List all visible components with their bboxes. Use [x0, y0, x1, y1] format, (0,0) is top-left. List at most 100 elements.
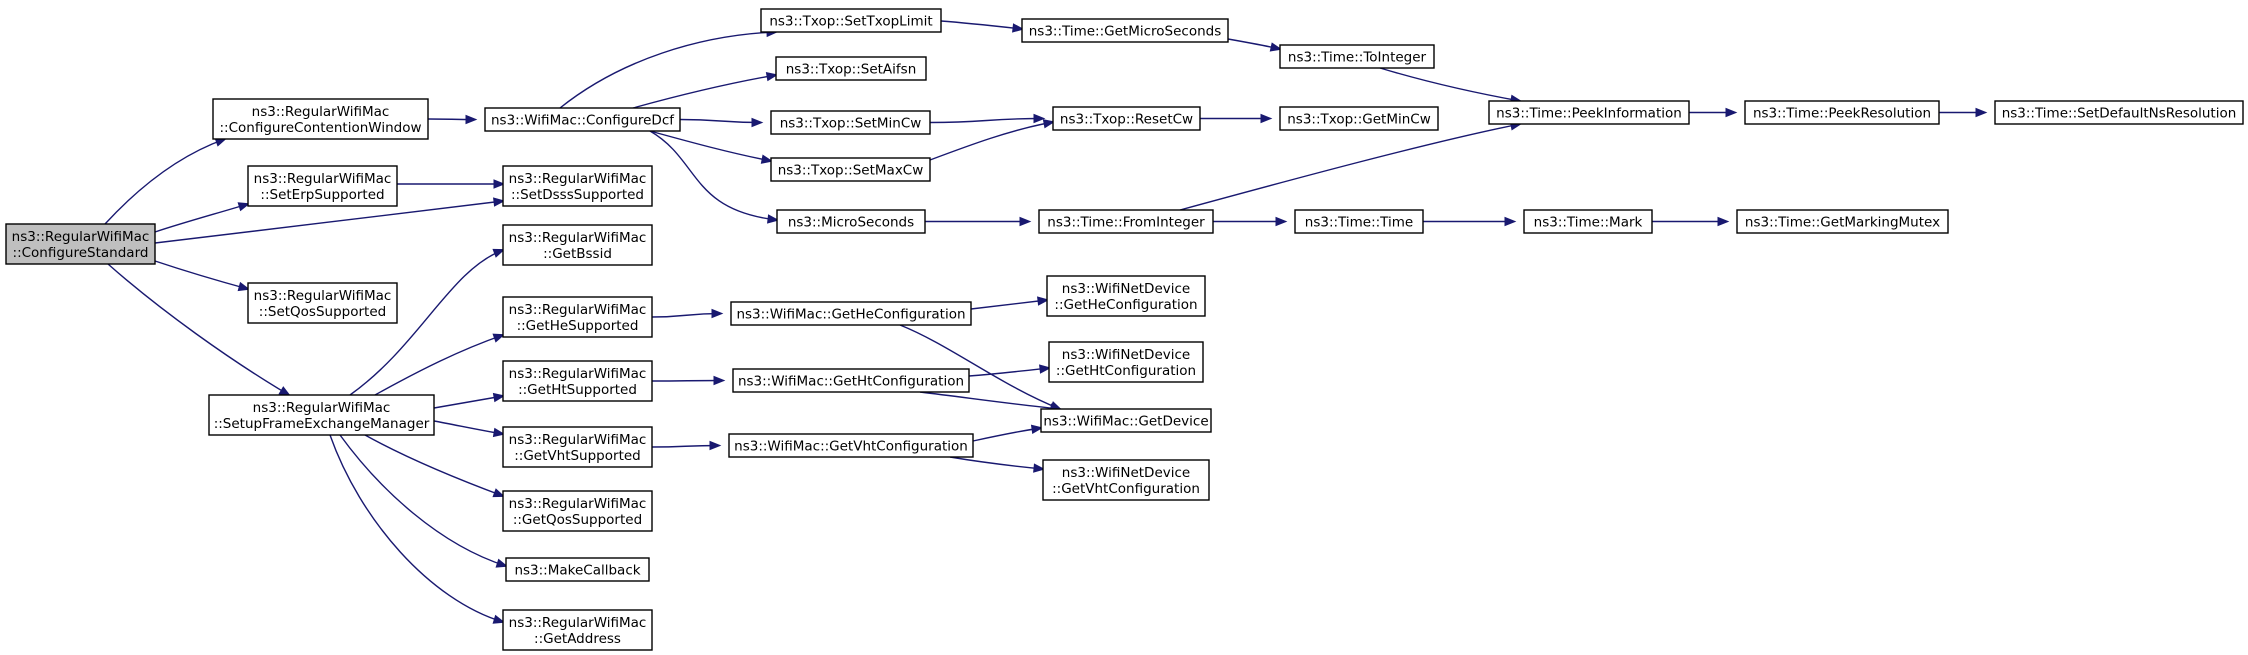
- node-setup-frame-exchange-manager[interactable]: ns3::RegularWifiMac::SetupFrameExchangeM…: [208, 394, 435, 436]
- arrowhead: [713, 375, 726, 386]
- edge-wm-get-he-configuration-to-nd-get-he-configuration: [970, 296, 1050, 310]
- edge-line: [968, 367, 1050, 377]
- node-wifimac-get-ht-configuration[interactable]: ns3::WifiMac::GetHtConfiguration: [732, 368, 970, 393]
- node-time-from-integer[interactable]: ns3::Time::FromInteger: [1038, 209, 1214, 234]
- node-set-qos-supported[interactable]: ns3::RegularWifiMac::SetQosSupported: [247, 282, 398, 324]
- arrowhead: [492, 614, 506, 624]
- node-netdevice-get-vht-configuration[interactable]: ns3::WifiNetDevice::GetVhtConfiguration: [1042, 459, 1210, 501]
- node-get-he-supported-box: [502, 296, 653, 338]
- arrowhead: [1033, 463, 1046, 473]
- node-set-max-cw[interactable]: ns3::Txop::SetMaxCw: [770, 157, 931, 182]
- arrowhead: [1975, 107, 1988, 118]
- node-micro-seconds-label-1: ns3::MicroSeconds: [788, 215, 914, 231]
- node-set-max-cw-box: [770, 157, 931, 182]
- node-wifimac-get-he-configuration[interactable]: ns3::WifiMac::GetHeConfiguration: [730, 301, 972, 326]
- node-get-address-label-2: ::GetAddress: [534, 631, 621, 647]
- node-time-peek-information[interactable]: ns3::Time::PeekInformation: [1488, 100, 1690, 125]
- node-time-to-integer[interactable]: ns3::Time::ToInteger: [1279, 44, 1435, 69]
- node-time-time[interactable]: ns3::Time::Time: [1294, 209, 1424, 234]
- node-set-dsss-supported[interactable]: ns3::RegularWifiMac::SetDsssSupported: [502, 165, 653, 207]
- edge-configure-contention-window-to-configure-dcf: [427, 114, 478, 125]
- node-configure-standard[interactable]: ns3::RegularWifiMac::ConfigureStandard: [5, 223, 156, 265]
- edge-line: [649, 130, 772, 162]
- node-get-ht-supported-label-1: ns3::RegularWifiMac: [509, 366, 647, 382]
- node-time-get-micro-seconds[interactable]: ns3::Time::GetMicroSeconds: [1021, 18, 1229, 43]
- node-configure-contention-window-label-2: ::ConfigureContentionWindow: [219, 120, 421, 136]
- edge-configure-dcf-to-set-min-cw: [679, 117, 764, 128]
- node-get-address[interactable]: ns3::RegularWifiMac::GetAddress: [502, 609, 653, 651]
- node-get-qos-supported-label-1: ns3::RegularWifiMac: [509, 496, 647, 512]
- edge-to-integer-to-peek-information: [1379, 67, 1523, 104]
- edge-line: [651, 312, 722, 318]
- arrowhead: [492, 427, 506, 438]
- node-txop-get-min-cw[interactable]: ns3::Txop::GetMinCw: [1279, 106, 1439, 131]
- edge-configure-dcf-to-micro-seconds: [649, 130, 780, 224]
- node-get-qos-supported[interactable]: ns3::RegularWifiMac::GetQosSupported: [502, 490, 653, 532]
- arrowhead: [765, 71, 779, 82]
- node-micro-seconds[interactable]: ns3::MicroSeconds: [776, 209, 926, 234]
- node-set-dsss-supported-box: [502, 165, 653, 207]
- edge-line: [107, 263, 290, 396]
- edge-line: [649, 130, 778, 221]
- edge-setup-frame-exchange-manager-to-get-ht-supported: [433, 392, 506, 409]
- arrowhead: [465, 114, 478, 125]
- node-time-time-box: [1294, 209, 1424, 234]
- arrowhead: [1030, 424, 1044, 435]
- edge-get-ht-supported-to-wm-get-ht-configuration: [651, 375, 726, 386]
- node-make-callback-label-1: ns3::MakeCallback: [514, 563, 640, 579]
- node-time-peek-resolution[interactable]: ns3::Time::PeekResolution: [1744, 100, 1940, 125]
- arrowhead: [1039, 364, 1052, 374]
- node-netdevice-get-he-configuration-label-1: ns3::WifiNetDevice: [1062, 281, 1190, 297]
- node-get-he-supported[interactable]: ns3::RegularWifiMac::GetHeSupported: [502, 296, 653, 338]
- node-netdevice-get-ht-configuration-label-1: ns3::WifiNetDevice: [1062, 347, 1190, 363]
- node-time-set-default-ns-resolution-label-1: ns3::Time::SetDefaultNsResolution: [2002, 106, 2237, 122]
- edge-setup-frame-exchange-manager-to-get-bssid: [349, 248, 506, 396]
- edge-line: [651, 379, 724, 382]
- node-wifimac-get-vht-configuration[interactable]: ns3::WifiMac::GetVhtConfiguration: [728, 433, 974, 458]
- edge-line: [651, 444, 720, 448]
- arrowhead: [278, 386, 292, 397]
- node-set-qos-supported-label-2: ::SetQosSupported: [259, 304, 386, 320]
- node-time-to-integer-box: [1279, 44, 1435, 69]
- arrowhead: [751, 117, 764, 128]
- edge-wm-get-vht-configuration-to-get-device: [972, 424, 1044, 442]
- node-netdevice-get-he-configuration-label-2: ::GetHeConfiguration: [1054, 297, 1197, 313]
- edge-setup-frame-exchange-manager-to-get-address: [329, 434, 506, 624]
- node-time-get-marking-mutex[interactable]: ns3::Time::GetMarkingMutex: [1736, 209, 1949, 234]
- node-set-min-cw-box: [770, 110, 931, 135]
- node-set-aifsn[interactable]: ns3::Txop::SetAifsn: [775, 56, 927, 81]
- arrowhead: [495, 558, 509, 568]
- edge-line: [970, 299, 1048, 310]
- node-get-bssid[interactable]: ns3::RegularWifiMac::GetBssid: [502, 224, 653, 266]
- node-configure-dcf[interactable]: ns3::WifiMac::ConfigureDcf: [484, 107, 681, 132]
- node-set-txop-limit[interactable]: ns3::Txop::SetTxopLimit: [760, 8, 942, 33]
- node-netdevice-get-ht-configuration[interactable]: ns3::WifiNetDevice::GetHtConfiguration: [1048, 341, 1204, 383]
- node-netdevice-get-he-configuration[interactable]: ns3::WifiNetDevice::GetHeConfiguration: [1046, 275, 1206, 317]
- node-configure-contention-window[interactable]: ns3::RegularWifiMac::ConfigureContention…: [212, 98, 429, 140]
- node-time-mark[interactable]: ns3::Time::Mark: [1523, 209, 1653, 234]
- node-time-peek-resolution-label-1: ns3::Time::PeekResolution: [1753, 106, 1931, 122]
- node-set-erp-supported[interactable]: ns3::RegularWifiMac::SetErpSupported: [247, 165, 398, 207]
- node-txop-reset-cw[interactable]: ns3::Txop::ResetCw: [1052, 106, 1201, 131]
- node-get-vht-supported[interactable]: ns3::RegularWifiMac::GetVhtSupported: [502, 426, 653, 468]
- node-get-address-box: [502, 609, 653, 651]
- arrowhead: [493, 179, 506, 189]
- node-make-callback[interactable]: ns3::MakeCallback: [505, 557, 650, 582]
- node-set-txop-limit-box: [760, 8, 942, 33]
- edge-configure-standard-to-set-dsss-supported: [154, 197, 506, 244]
- edge-configure-dcf-to-set-txop-limit: [559, 27, 779, 109]
- node-wifimac-get-ht-configuration-label-1: ns3::WifiMac::GetHtConfiguration: [738, 374, 964, 390]
- node-netdevice-get-he-configuration-box: [1046, 275, 1206, 317]
- node-get-bssid-label-1: ns3::RegularWifiMac: [509, 230, 647, 246]
- node-wifimac-get-device[interactable]: ns3::WifiMac::GetDevice: [1040, 408, 1212, 433]
- node-set-min-cw[interactable]: ns3::Txop::SetMinCw: [770, 110, 931, 135]
- node-configure-standard-label-1: ns3::RegularWifiMac: [12, 229, 150, 245]
- node-get-ht-supported[interactable]: ns3::RegularWifiMac::GetHtSupported: [502, 360, 653, 402]
- node-time-set-default-ns-resolution[interactable]: ns3::Time::SetDefaultNsResolution: [1994, 100, 2244, 125]
- node-txop-reset-cw-box: [1052, 106, 1201, 131]
- node-get-bssid-box: [502, 224, 653, 266]
- edge-peek-resolution-to-set-default-ns-resolution: [1938, 107, 1988, 118]
- node-micro-seconds-box: [776, 209, 926, 234]
- node-netdevice-get-vht-configuration-label-2: ::GetVhtConfiguration: [1052, 481, 1200, 497]
